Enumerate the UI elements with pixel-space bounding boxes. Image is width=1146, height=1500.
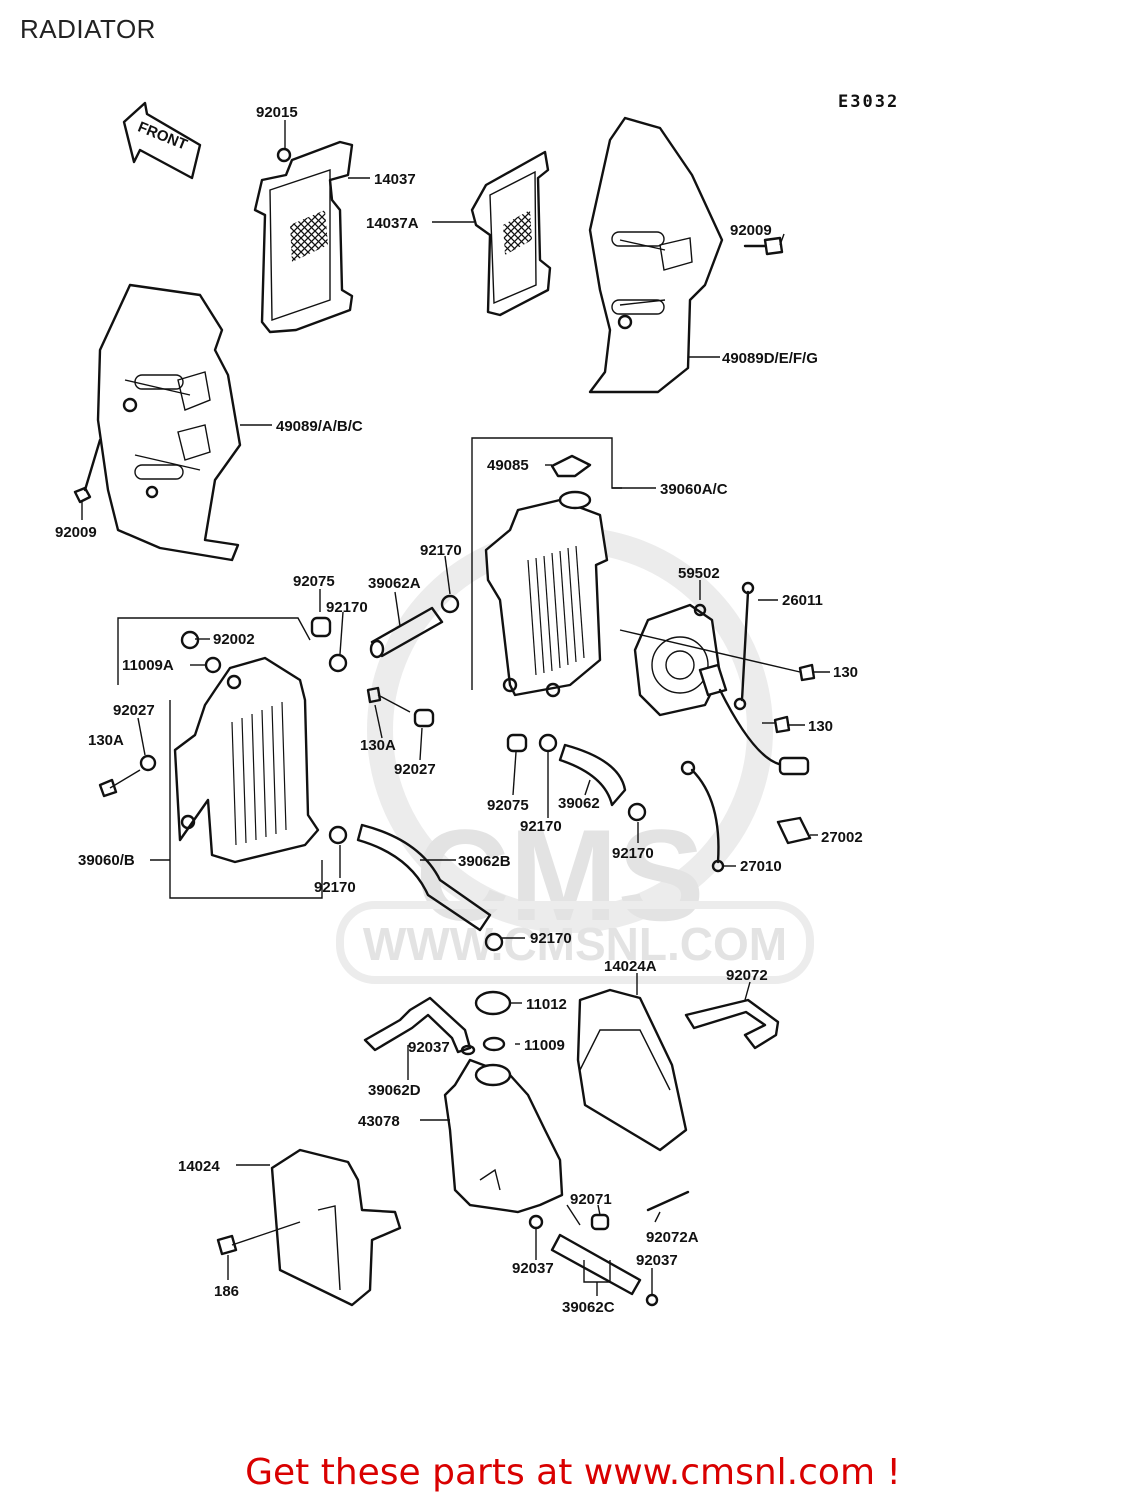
callout-39062C: 39062C — [562, 1299, 615, 1316]
bracket-39060B-bottom — [169, 700, 323, 899]
callout-labels: 92015 14037 14037A 92009 49089D/E/F/G 49… — [55, 104, 863, 1316]
shroud-left — [96, 283, 242, 562]
watermark-url: WWW.CMSNL.COM — [363, 918, 787, 970]
callout-130A-a: 130A — [88, 732, 124, 749]
callout-49089ABC: 49089/A/B/C — [276, 418, 363, 435]
callout-27010: 27010 — [740, 858, 782, 875]
radiator-cap — [550, 454, 592, 478]
callout-92015: 92015 — [256, 104, 298, 121]
watermark-brand: CMS — [416, 802, 705, 948]
callout-92027-a: 92027 — [113, 702, 155, 719]
radiator-left — [173, 656, 320, 864]
callout-92009-left: 92009 — [55, 524, 97, 541]
callout-92009-right: 92009 — [730, 222, 772, 239]
callout-92037-c: 92037 — [636, 1252, 678, 1269]
hose-39062B — [356, 823, 492, 932]
bolt-130-a — [619, 629, 816, 682]
radiator-grille-left — [253, 140, 354, 334]
callout-130-a: 130 — [833, 664, 858, 681]
callout-14024A: 14024A — [604, 958, 657, 975]
cover-14024A — [576, 988, 688, 1152]
wire-26011 — [733, 581, 755, 711]
clamp-small-parts — [98, 594, 647, 952]
hose-39062A — [369, 606, 444, 659]
reservoir-tank — [443, 990, 564, 1214]
callout-14037: 14037 — [374, 171, 416, 188]
radiator-grille-right — [470, 150, 552, 317]
callout-92002: 92002 — [213, 631, 255, 648]
bottom-small-parts — [216, 1044, 690, 1307]
callout-92170-b: 92170 — [326, 599, 368, 616]
callout-11009A: 11009A — [122, 657, 174, 674]
callout-92170-a: 92170 — [420, 542, 462, 559]
callout-130A-b: 130A — [360, 737, 396, 754]
callout-59502: 59502 — [678, 565, 720, 582]
fan-motor — [633, 603, 810, 776]
leader-lines — [81, 120, 830, 1296]
callout-14024: 14024 — [178, 1158, 220, 1175]
page-title: RADIATOR — [20, 14, 156, 44]
callout-92170-c: 92170 — [520, 818, 562, 835]
callout-130-b: 130 — [808, 718, 833, 735]
callout-92037-a: 92037 — [408, 1039, 450, 1056]
callout-186: 186 — [214, 1283, 239, 1300]
sensor-27010 — [680, 760, 725, 873]
callout-39060B: 39060/B — [78, 852, 135, 869]
callout-11012: 11012 — [526, 996, 567, 1013]
callout-39062B: 39062B — [458, 853, 511, 870]
callout-92071: 92071 — [570, 1191, 612, 1208]
callout-92072: 92072 — [726, 967, 768, 984]
callout-92170-f: 92170 — [530, 930, 572, 947]
callout-92072A: 92072A — [646, 1229, 699, 1246]
bolt-92009-left — [73, 438, 102, 504]
callout-39062D: 39062D — [368, 1082, 421, 1099]
callout-92075-a: 92075 — [293, 573, 335, 590]
callout-92075-b: 92075 — [487, 797, 529, 814]
front-arrow: FRONT — [122, 101, 202, 180]
hose-39062 — [558, 743, 627, 807]
callout-92027-b: 92027 — [394, 761, 436, 778]
thermo-switch — [776, 816, 812, 845]
cover-14024 — [270, 1148, 402, 1307]
callout-49089DEFG: 49089D/E/F/G — [722, 350, 818, 367]
bracket-39060B-top — [117, 617, 311, 685]
callout-39062: 39062 — [558, 795, 600, 812]
bracket-92072 — [684, 998, 780, 1050]
footer-link[interactable]: Get these parts at www.cmsnl.com ! — [245, 1452, 901, 1493]
callout-14037A: 14037A — [366, 215, 419, 232]
callout-92170-e: 92170 — [314, 879, 356, 896]
callout-27002: 27002 — [821, 829, 863, 846]
callout-26011: 26011 — [782, 592, 823, 609]
callout-92170-d: 92170 — [612, 845, 654, 862]
callout-92037-b: 92037 — [512, 1260, 554, 1277]
callout-11009: 11009 — [524, 1037, 565, 1054]
callout-39060AC: 39060A/C — [660, 481, 728, 498]
hose-39062C — [550, 1233, 642, 1296]
bolt-130-b — [762, 715, 791, 734]
hose-39062D — [363, 996, 472, 1054]
diagram-code: E3032 — [838, 92, 900, 112]
bolt-92009-right — [743, 236, 784, 256]
radiator-right — [484, 490, 609, 698]
callout-49085: 49085 — [487, 457, 529, 474]
callout-43078: 43078 — [358, 1113, 400, 1130]
shroud-right — [588, 116, 724, 394]
callout-39062A: 39062A — [368, 575, 421, 592]
